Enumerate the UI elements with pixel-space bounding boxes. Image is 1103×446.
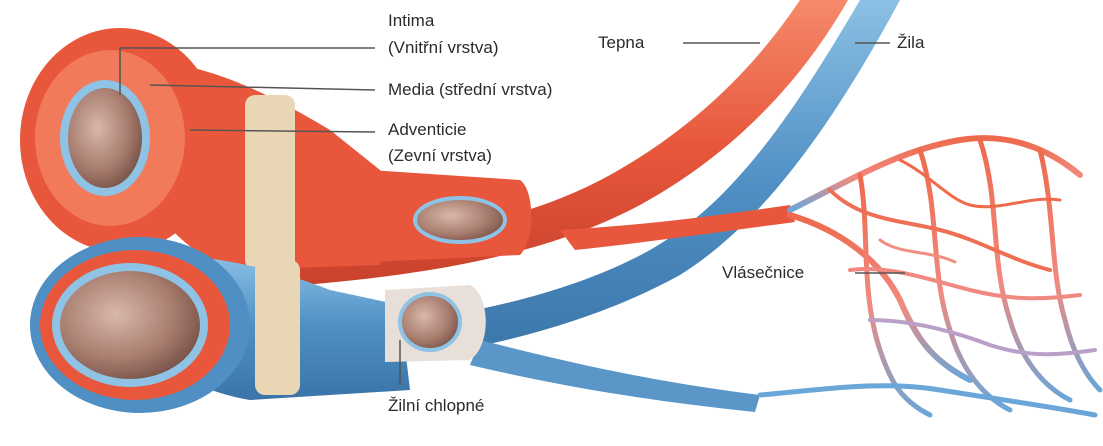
label-media: Media (střední vrstva) xyxy=(388,79,552,100)
capillary-network xyxy=(760,138,1100,415)
label-intima-sub: (Vnitřní vrstva) xyxy=(388,37,499,58)
artery-lumen xyxy=(68,88,142,188)
label-tepna: Tepna xyxy=(598,32,644,53)
vein-lumen xyxy=(60,271,200,379)
vein-window-lumen xyxy=(400,294,460,350)
vein-adventitia-band xyxy=(255,260,300,395)
label-vlasecnice: Vlásečnice xyxy=(722,262,804,283)
label-zilni-chlopne: Žilní chlopné xyxy=(388,395,484,416)
vein-branch xyxy=(470,340,760,412)
label-adventicie-sub: (Zevní vrstva) xyxy=(388,145,492,166)
artery-window-lumen xyxy=(415,198,505,242)
label-adventicie: Adventicie xyxy=(388,119,466,140)
adventitia-band xyxy=(245,95,295,270)
label-zila: Žila xyxy=(897,32,924,53)
label-intima: Intima xyxy=(388,10,434,31)
